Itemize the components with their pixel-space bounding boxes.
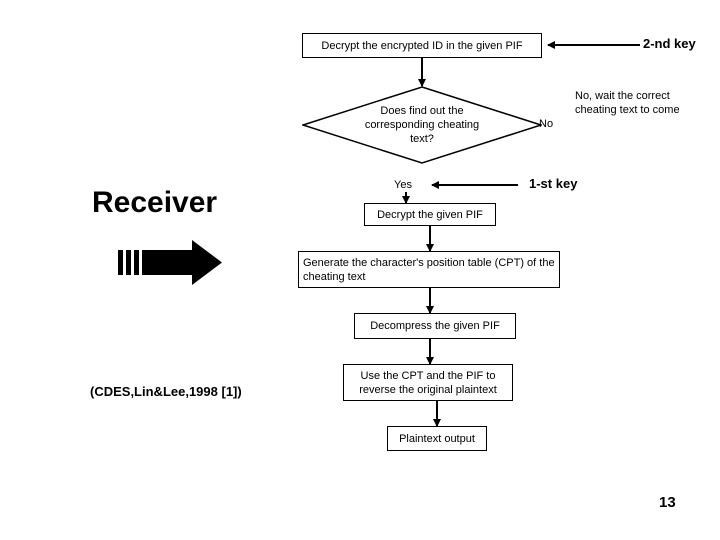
annotation-no: No [539, 118, 554, 130]
node-decrypt-id[interactable]: Decrypt the encrypted ID in the given PI… [302, 33, 542, 58]
big-right-arrow-icon [118, 240, 223, 285]
node-reverse-plaintext-label: Use the CPT and the PIF to reverse the o… [359, 369, 497, 396]
node-decision-label: Does find out the corresponding cheating… [364, 105, 480, 145]
node-decrypt-id-label: Decrypt the encrypted ID in the given PI… [321, 39, 523, 52]
page-number: 13 [659, 494, 676, 511]
annotation-second-key: 2-nd key [643, 36, 696, 51]
annotation-yes: Yes [394, 179, 412, 191]
actor-label: Receiver [92, 186, 218, 219]
node-decrypt-pif[interactable]: Decrypt the given PIF [364, 203, 496, 226]
node-plaintext-output[interactable]: Plaintext output [387, 426, 487, 451]
node-decrypt-pif-label: Decrypt the given PIF [377, 208, 483, 221]
node-decompress-pif[interactable]: Decompress the given PIF [354, 313, 516, 339]
node-plaintext-output-label: Plaintext output [399, 432, 475, 445]
node-generate-cpt[interactable]: Generate the character's position table … [298, 251, 560, 288]
node-decision[interactable]: Does find out the corresponding cheating… [302, 86, 542, 164]
node-generate-cpt-label: Generate the character's position table … [303, 256, 555, 283]
node-reverse-plaintext[interactable]: Use the CPT and the PIF to reverse the o… [343, 364, 513, 401]
citation-label: (CDES,Lin&Lee,1998 [1]) [90, 384, 242, 399]
annotation-first-key: 1-st key [529, 176, 578, 191]
node-decompress-pif-label: Decompress the given PIF [370, 320, 500, 332]
annotation-no-wait-note: No, wait the correct cheating text to co… [575, 90, 680, 116]
